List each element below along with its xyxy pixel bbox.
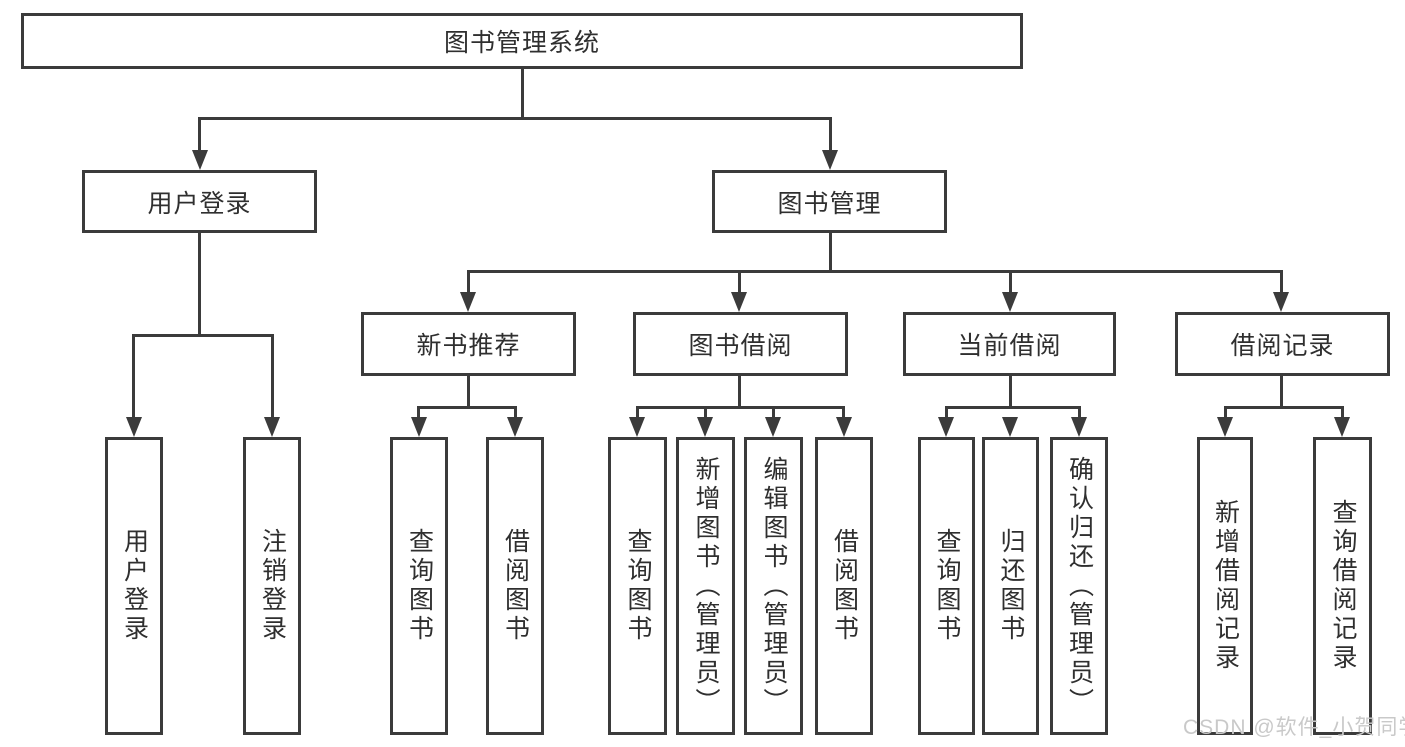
node-leaf-logout-label: 注销登录 [258, 528, 287, 644]
node-current-borrow: 当前借阅 [903, 312, 1116, 376]
connector-root-drop-right [829, 117, 832, 152]
arrowhead-book-mgmt-branch [822, 150, 838, 170]
connector-bookmgmt-drop-1 [467, 270, 470, 293]
connector-newbook-drop-2 [514, 406, 517, 418]
node-root-label: 图书管理系统 [443, 29, 600, 57]
node-book-mgmt-branch: 图书管理 [712, 170, 947, 233]
connector-root-drop-left [198, 117, 201, 152]
node-leaf-bb-add-label: 新增图书（管理员） [692, 455, 720, 717]
connector-newbook-drop-1 [417, 406, 420, 418]
connector-bookborrow-drop-1 [636, 406, 639, 418]
arrowhead-leaf-cb-confirm [1071, 417, 1087, 437]
connector-records-drop-2 [1341, 406, 1344, 418]
node-leaf-bb-edit: 编辑图书（管理员） [744, 437, 803, 735]
connector-records-stem [1280, 376, 1283, 409]
arrowhead-current-borrow [1002, 292, 1018, 312]
node-leaf-bb-query: 查询图书 [608, 437, 667, 735]
connector-bookmgmt-stem [829, 233, 832, 273]
connector-currentborrow-drop-3 [1078, 406, 1081, 418]
connector-bookborrow-hbar [636, 406, 845, 409]
node-leaf-cb-confirm: 确认归还（管理员） [1050, 437, 1108, 735]
node-borrow-records: 借阅记录 [1175, 312, 1390, 376]
node-leaf-cb-query: 查询图书 [918, 437, 975, 735]
node-user-login-branch-label: 用户登录 [147, 189, 252, 218]
connector-userlogin-stem [198, 233, 201, 337]
connector-userlogin-drop-2 [271, 334, 274, 418]
node-borrow-records-label: 借阅记录 [1230, 332, 1335, 360]
connector-userlogin-drop-1 [132, 334, 135, 418]
node-leaf-bb-edit-label: 编辑图书（管理员） [760, 455, 788, 717]
node-leaf-cb-confirm-label: 确认归还（管理员） [1065, 455, 1094, 717]
arrowhead-leaf-bb-edit [765, 417, 781, 437]
node-leaf-cb-query-label: 查询图书 [933, 528, 961, 644]
connector-bookmgmt-drop-3 [1009, 270, 1012, 293]
arrowhead-user-login-branch [192, 150, 208, 170]
node-book-borrow-label: 图书借阅 [688, 332, 793, 360]
connector-currentborrow-hbar [945, 406, 1080, 409]
node-leaf-nb-query-label: 查询图书 [405, 528, 434, 644]
node-new-book-rec-label: 新书推荐 [416, 332, 521, 360]
connector-bookmgmt-hbar [467, 270, 1283, 273]
node-leaf-bb-add: 新增图书（管理员） [676, 437, 735, 735]
connector-bookborrow-drop-2 [704, 406, 707, 418]
node-leaf-bb-borrow: 借阅图书 [815, 437, 873, 735]
node-leaf-bb-borrow-label: 借阅图书 [830, 528, 859, 644]
connector-bookmgmt-drop-2 [738, 270, 741, 293]
arrowhead-book-borrow [731, 292, 747, 312]
node-user-login-branch: 用户登录 [82, 170, 317, 233]
node-leaf-logout: 注销登录 [243, 437, 301, 735]
arrowhead-leaf-user-login [126, 417, 142, 437]
node-book-borrow: 图书借阅 [633, 312, 848, 376]
arrowhead-leaf-bb-add [697, 417, 713, 437]
connector-root-stem [521, 69, 524, 120]
arrowhead-leaf-bb-borrow [836, 417, 852, 437]
node-leaf-br-add-label: 新增借阅记录 [1211, 499, 1240, 673]
connector-records-drop-1 [1224, 406, 1227, 418]
connector-bookmgmt-drop-4 [1280, 270, 1283, 293]
connector-currentborrow-drop-1 [945, 406, 948, 418]
node-leaf-cb-return: 归还图书 [982, 437, 1039, 735]
arrowhead-leaf-br-query [1334, 417, 1350, 437]
node-current-borrow-label: 当前借阅 [957, 332, 1062, 360]
node-new-book-rec: 新书推荐 [361, 312, 576, 376]
node-leaf-nb-borrow: 借阅图书 [486, 437, 544, 735]
arrowhead-leaf-cb-query [938, 417, 954, 437]
connector-bookborrow-drop-3 [772, 406, 775, 418]
arrowhead-new-book-rec [460, 292, 476, 312]
node-leaf-cb-return-label: 归还图书 [997, 528, 1025, 644]
connector-bookborrow-stem [738, 376, 741, 409]
node-leaf-user-login: 用户登录 [105, 437, 163, 735]
connector-currentborrow-stem [1009, 376, 1012, 409]
node-leaf-br-query: 查询借阅记录 [1313, 437, 1372, 735]
arrowhead-leaf-br-add [1217, 417, 1233, 437]
node-leaf-br-query-label: 查询借阅记录 [1329, 499, 1357, 673]
node-leaf-nb-borrow-label: 借阅图书 [501, 528, 530, 644]
connector-records-hbar [1224, 406, 1343, 409]
connector-root-hbar [198, 117, 832, 120]
connector-bookborrow-drop-4 [842, 406, 845, 418]
node-root: 图书管理系统 [21, 13, 1023, 69]
arrowhead-leaf-bb-query [629, 417, 645, 437]
arrowhead-borrow-records [1273, 292, 1289, 312]
arrowhead-leaf-nb-query [411, 417, 427, 437]
node-leaf-bb-query-label: 查询图书 [624, 528, 652, 644]
arrowhead-leaf-logout [264, 417, 280, 437]
connector-userlogin-hbar [132, 334, 274, 337]
node-leaf-nb-query: 查询图书 [390, 437, 448, 735]
connector-newbook-stem [467, 376, 470, 409]
arrowhead-leaf-nb-borrow [507, 417, 523, 437]
node-leaf-user-login-label: 用户登录 [120, 528, 149, 644]
csdn-watermark: CSDN @软件_小贺同学 [1183, 716, 1405, 739]
node-leaf-br-add: 新增借阅记录 [1197, 437, 1253, 735]
arrowhead-leaf-cb-return [1002, 417, 1018, 437]
connector-newbook-hbar [417, 406, 517, 409]
node-book-mgmt-branch-label: 图书管理 [777, 189, 882, 218]
